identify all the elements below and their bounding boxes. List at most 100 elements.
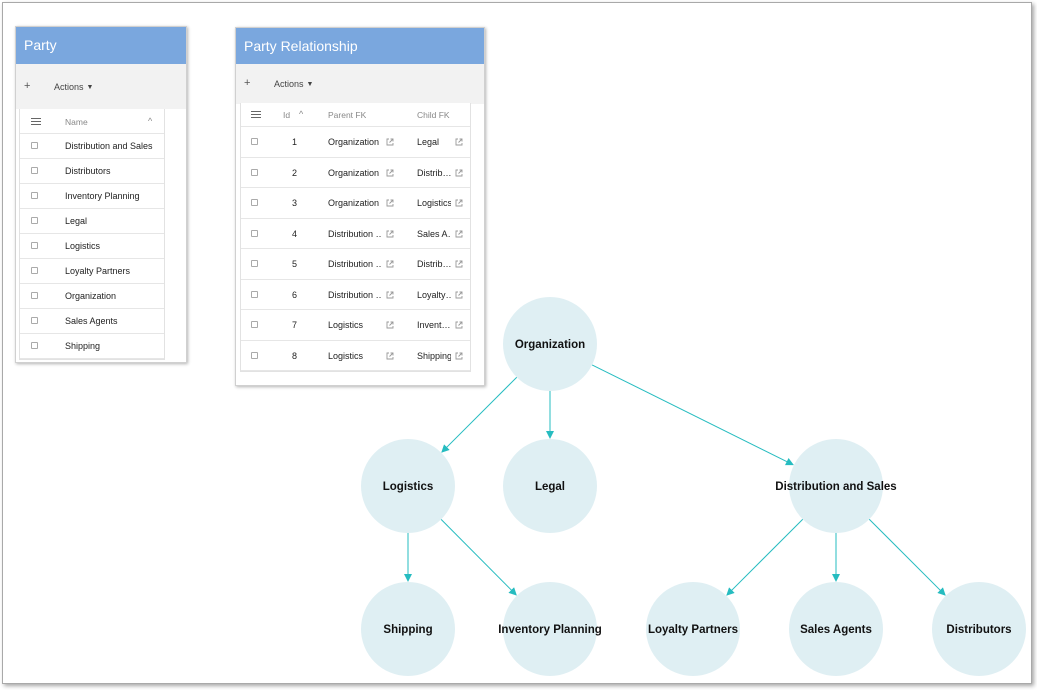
child-fk-cell: Distrib… xyxy=(417,259,451,269)
column-menu-icon[interactable] xyxy=(251,111,261,120)
graph-node-dis[interactable]: Distribution and Sales xyxy=(775,439,897,533)
graph-node-inv[interactable]: Inventory Planning xyxy=(498,582,602,676)
row-checkbox[interactable] xyxy=(251,229,258,237)
graph-node-log[interactable]: Logistics xyxy=(361,439,455,533)
graph-node-label: Distributors xyxy=(946,624,1011,636)
table-row[interactable]: Distributors xyxy=(20,159,164,184)
open-link-icon[interactable] xyxy=(455,230,463,240)
open-link-icon[interactable] xyxy=(386,169,394,179)
name-column-header[interactable]: Name xyxy=(65,117,88,127)
graph-node-loy[interactable]: Loyalty Partners xyxy=(646,582,740,676)
row-checkbox[interactable] xyxy=(31,142,38,149)
table-row[interactable]: Logistics xyxy=(20,234,164,259)
child-fk-cell: Sales A… xyxy=(417,228,451,239)
open-link-icon[interactable] xyxy=(386,199,394,209)
party-actions-menu[interactable]: Actions▼ xyxy=(54,82,93,92)
open-link-icon[interactable] xyxy=(386,260,394,270)
relationship-toolbar: + Actions▼ xyxy=(236,64,484,104)
table-row[interactable]: Shipping xyxy=(20,334,164,359)
row-checkbox[interactable] xyxy=(251,290,258,298)
row-checkbox[interactable] xyxy=(31,217,38,224)
row-checkbox[interactable] xyxy=(251,260,258,267)
graph-node-dst[interactable]: Distributors xyxy=(932,582,1026,676)
party-name-cell: Sales Agents xyxy=(65,316,118,326)
row-checkbox[interactable] xyxy=(251,199,258,206)
open-link-icon[interactable] xyxy=(455,321,463,331)
graph-node-label: Logistics xyxy=(383,481,433,493)
add-party-button[interactable]: + xyxy=(24,80,31,92)
parent-fk-cell: Distribution … xyxy=(328,259,382,269)
row-checkbox[interactable] xyxy=(31,292,38,299)
relationship-actions-label: Actions xyxy=(274,79,304,89)
open-link-icon[interactable] xyxy=(455,260,463,270)
table-row[interactable]: Organization xyxy=(20,284,164,309)
table-row[interactable]: Legal xyxy=(20,209,164,234)
graph-node-circle xyxy=(361,582,455,676)
party-name-cell: Inventory Planning xyxy=(65,191,140,201)
row-checkbox[interactable] xyxy=(31,167,38,174)
child-fk-column-header[interactable]: Child FK xyxy=(417,110,450,120)
row-checkbox[interactable] xyxy=(251,168,258,176)
parent-fk-cell: Distribution … xyxy=(328,289,382,300)
row-checkbox[interactable] xyxy=(31,242,38,249)
party-name-cell: Organization xyxy=(65,291,117,301)
open-link-icon[interactable] xyxy=(455,352,463,362)
row-checkbox[interactable] xyxy=(31,317,38,324)
parent-fk-column-header[interactable]: Parent FK xyxy=(328,110,367,120)
parent-fk-cell: Logistics xyxy=(328,350,364,361)
parent-fk-cell: Organization xyxy=(328,198,380,208)
id-cell: 1 xyxy=(292,137,298,147)
column-menu-icon[interactable] xyxy=(31,118,41,127)
id-column-header[interactable]: Id xyxy=(283,110,291,120)
sort-asc-icon[interactable]: ^ xyxy=(148,116,153,126)
party-name-cell: Distributors xyxy=(65,166,111,176)
table-row[interactable]: Inventory Planning xyxy=(20,184,164,209)
graph-edges xyxy=(404,364,946,596)
graph-node-shp[interactable]: Shipping xyxy=(361,582,455,676)
open-link-icon[interactable] xyxy=(386,230,394,240)
add-relationship-button[interactable]: + xyxy=(244,77,251,89)
table-row[interactable]: Distribution and Sales xyxy=(20,134,164,159)
row-checkbox[interactable] xyxy=(31,342,38,349)
row-checkbox[interactable] xyxy=(31,192,38,199)
child-fk-cell: Invent… xyxy=(417,320,451,330)
open-link-icon[interactable] xyxy=(386,291,394,301)
table-row[interactable]: Sales Agents xyxy=(20,309,164,334)
table-row[interactable]: Loyalty Partners xyxy=(20,259,164,284)
relationship-table-header: Id ^ Parent FK Child FK xyxy=(241,103,470,127)
party-toolbar: + Actions▼ xyxy=(16,64,186,109)
row-checkbox[interactable] xyxy=(251,138,258,145)
graph-node-label: Legal xyxy=(535,481,565,493)
open-link-icon[interactable] xyxy=(386,138,394,148)
parent-fk-cell: Logistics xyxy=(328,320,364,330)
graph-node-sal[interactable]: Sales Agents xyxy=(789,582,883,676)
row-checkbox[interactable] xyxy=(251,351,258,359)
row-checkbox[interactable] xyxy=(31,267,38,274)
party-table-header: Name ^ xyxy=(20,109,164,134)
open-link-icon[interactable] xyxy=(455,291,463,301)
relationship-actions-menu[interactable]: Actions▼ xyxy=(274,79,313,89)
row-checkbox[interactable] xyxy=(251,321,258,328)
open-link-icon[interactable] xyxy=(455,169,463,179)
open-link-icon[interactable] xyxy=(386,321,394,331)
open-link-icon[interactable] xyxy=(455,199,463,209)
graph-node-leg[interactable]: Legal xyxy=(503,439,597,533)
graph-node-label: Loyalty Partners xyxy=(648,624,738,636)
open-link-icon[interactable] xyxy=(386,352,394,362)
graph-node-label: Inventory Planning xyxy=(498,624,602,636)
graph-node-org[interactable]: Organization xyxy=(503,297,597,391)
sort-asc-icon[interactable]: ^ xyxy=(299,109,304,119)
open-link-icon[interactable] xyxy=(455,138,463,148)
